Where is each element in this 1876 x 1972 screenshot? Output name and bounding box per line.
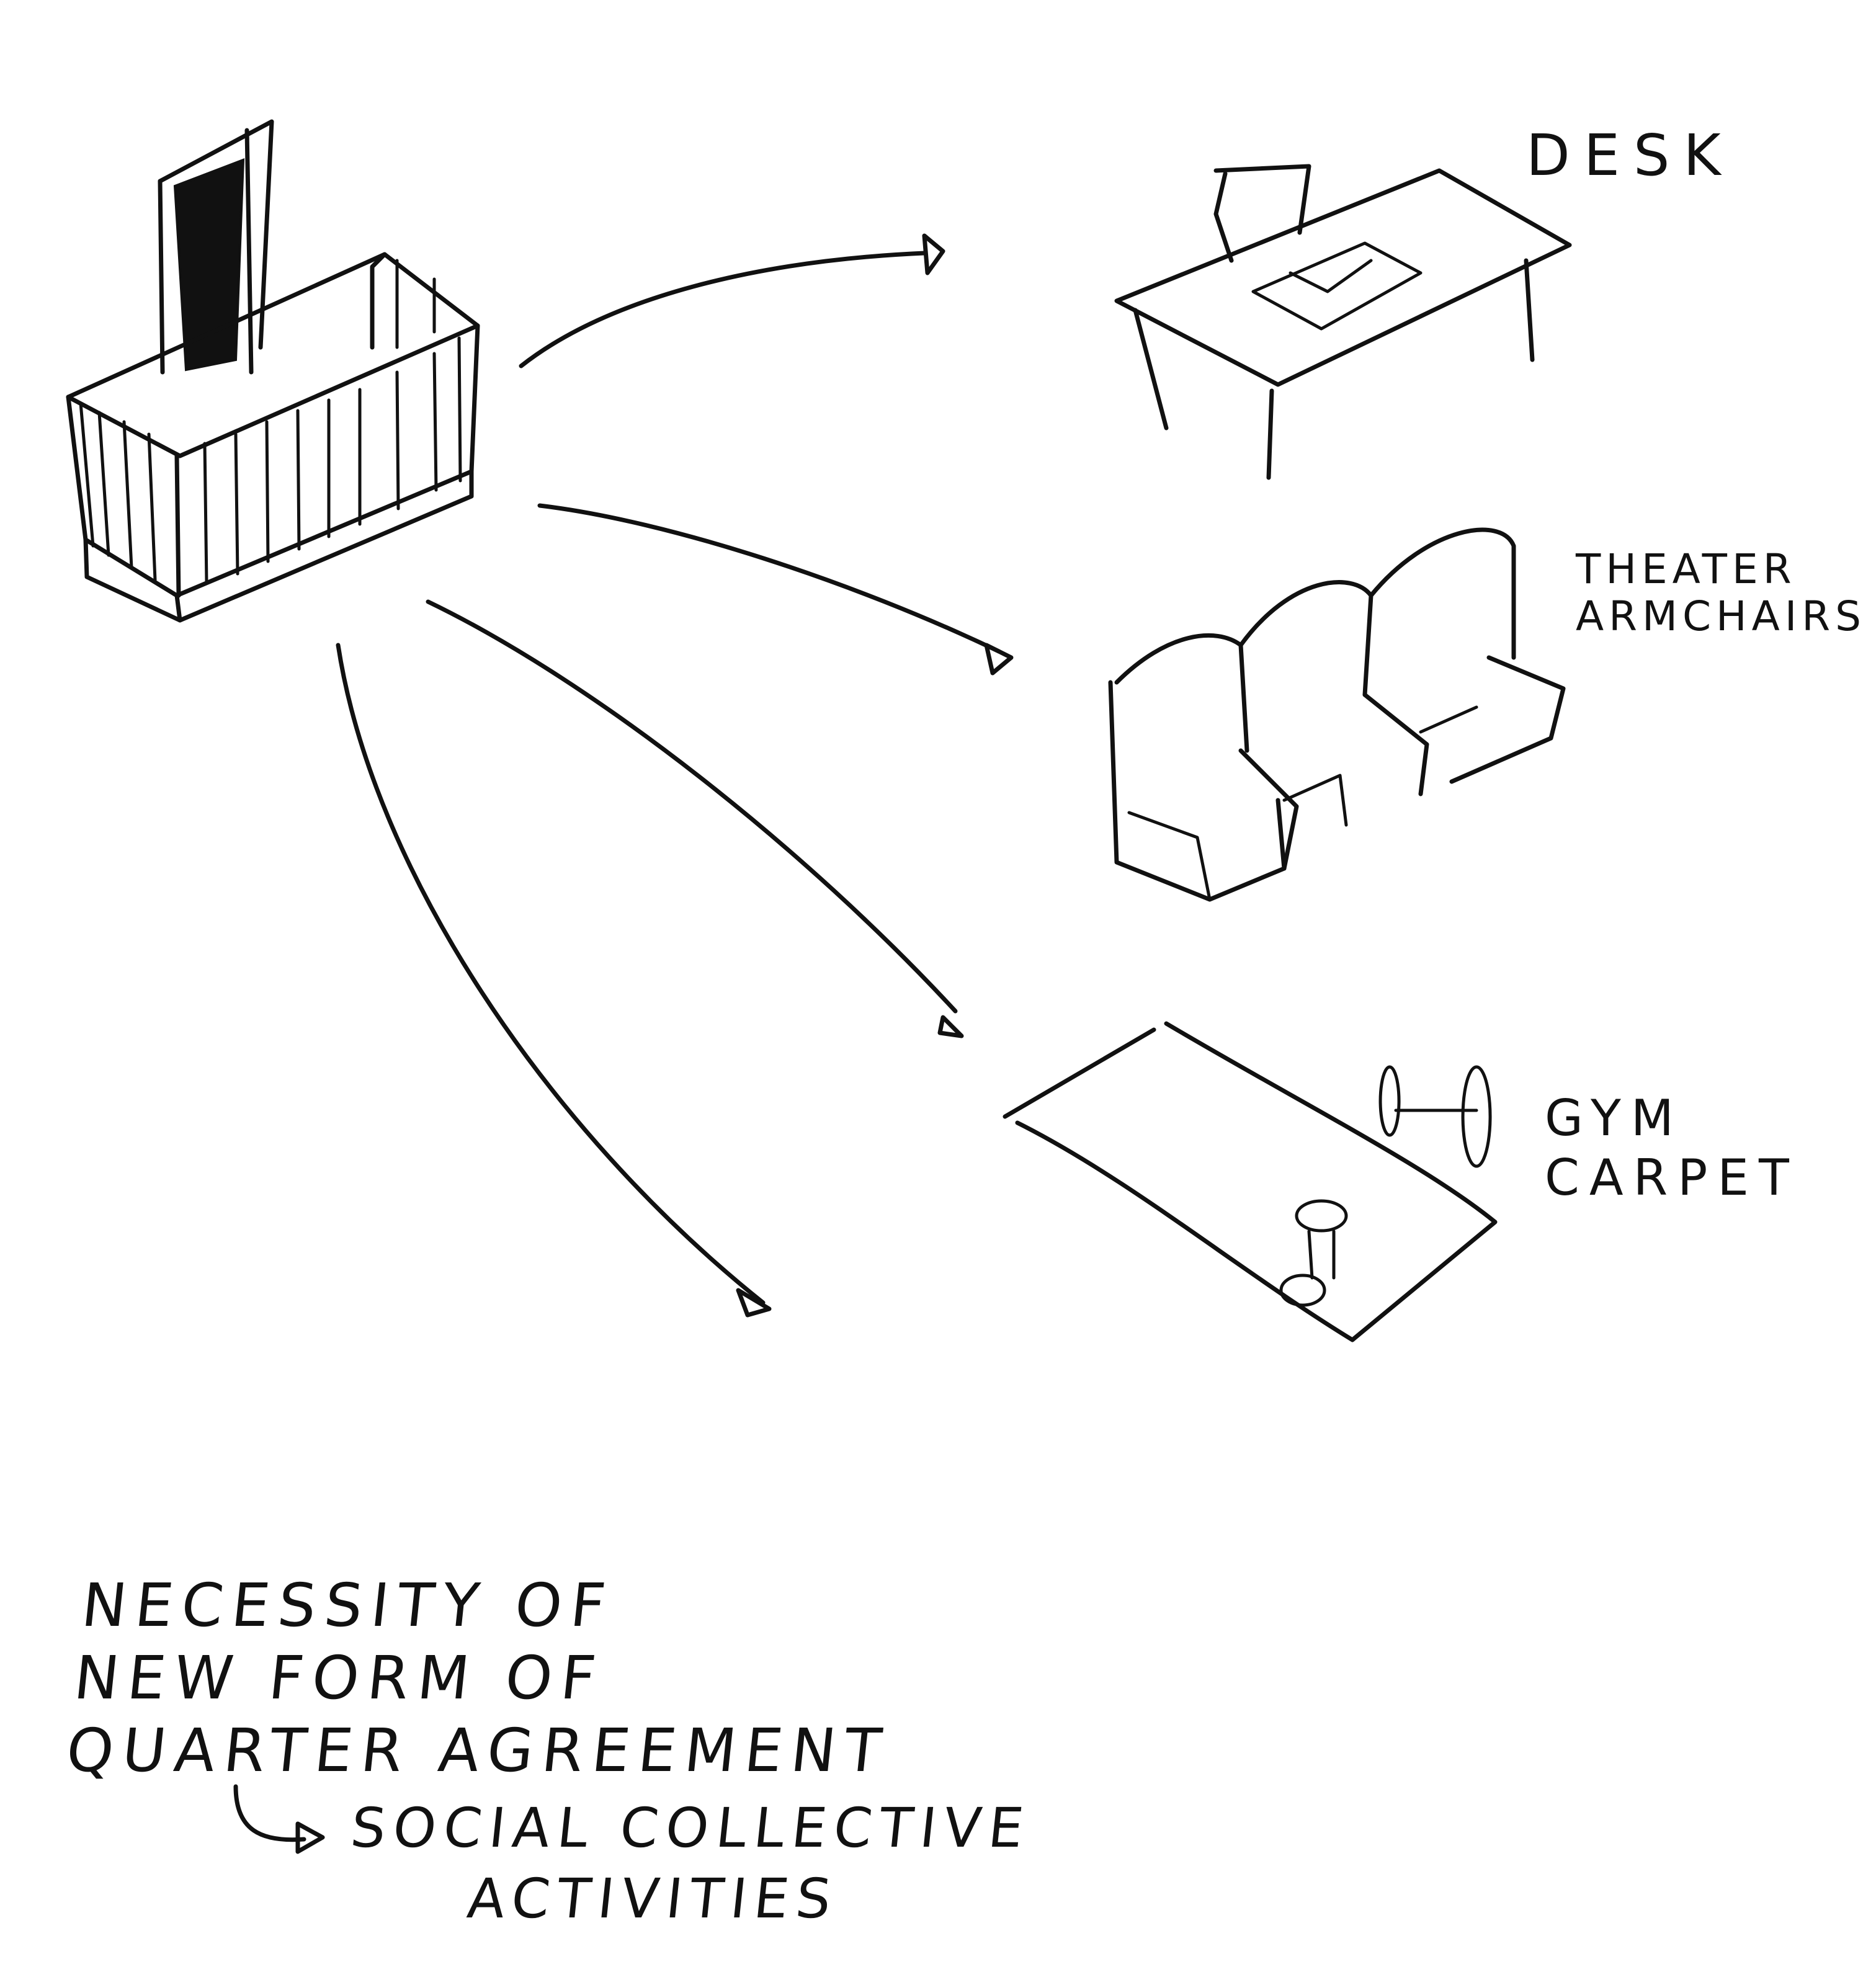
arrow-to-armchairs — [537, 503, 1001, 654]
balcony-door-shading — [173, 158, 245, 372]
arrow-to-gym — [426, 599, 958, 1014]
desk-book — [1251, 241, 1423, 331]
subnote-text: SOCIAL COLLECTIVE ACTIVITIES — [340, 1793, 1034, 1935]
subnote-line2: ACTIVITIES — [464, 1867, 842, 1931]
note-line2: NEW FORM OF — [71, 1643, 608, 1713]
label-theater-armchairs: THEATER ARMCHAIRS — [1576, 546, 1866, 640]
balcony-drawing — [66, 119, 480, 623]
arrow-to-unknown — [336, 643, 766, 1305]
barbell-icon — [1378, 1065, 1492, 1168]
label-theater-line2: ARMCHAIRS — [1576, 592, 1867, 640]
label-gym-line1: GYM — [1545, 1089, 1684, 1147]
label-desk: DESK — [1526, 122, 1735, 189]
note-line1: NECESSITY OF — [78, 1571, 618, 1640]
label-gym-line2: CARPET — [1545, 1149, 1799, 1207]
subnote-arrow-icon — [233, 1784, 325, 1854]
note-line3: QUARTER AGREEMENT — [63, 1716, 893, 1786]
gym-carpet-drawing — [1003, 1021, 1498, 1342]
dumbbell-icon — [1279, 1199, 1348, 1307]
armchairs-drawing — [1108, 527, 1566, 902]
subnote-line1: SOCIAL COLLECTIVE — [347, 1796, 1034, 1860]
note-text: NECESSITY OF NEW FORM OF QUARTER AGREEME… — [63, 1569, 909, 1787]
arrow-to-desk — [519, 251, 927, 368]
label-gym-carpet: GYM CARPET — [1545, 1089, 1799, 1208]
desk-drawing — [1114, 164, 1572, 480]
arrows — [336, 233, 1014, 1318]
label-theater-line1: THEATER — [1576, 545, 1797, 593]
